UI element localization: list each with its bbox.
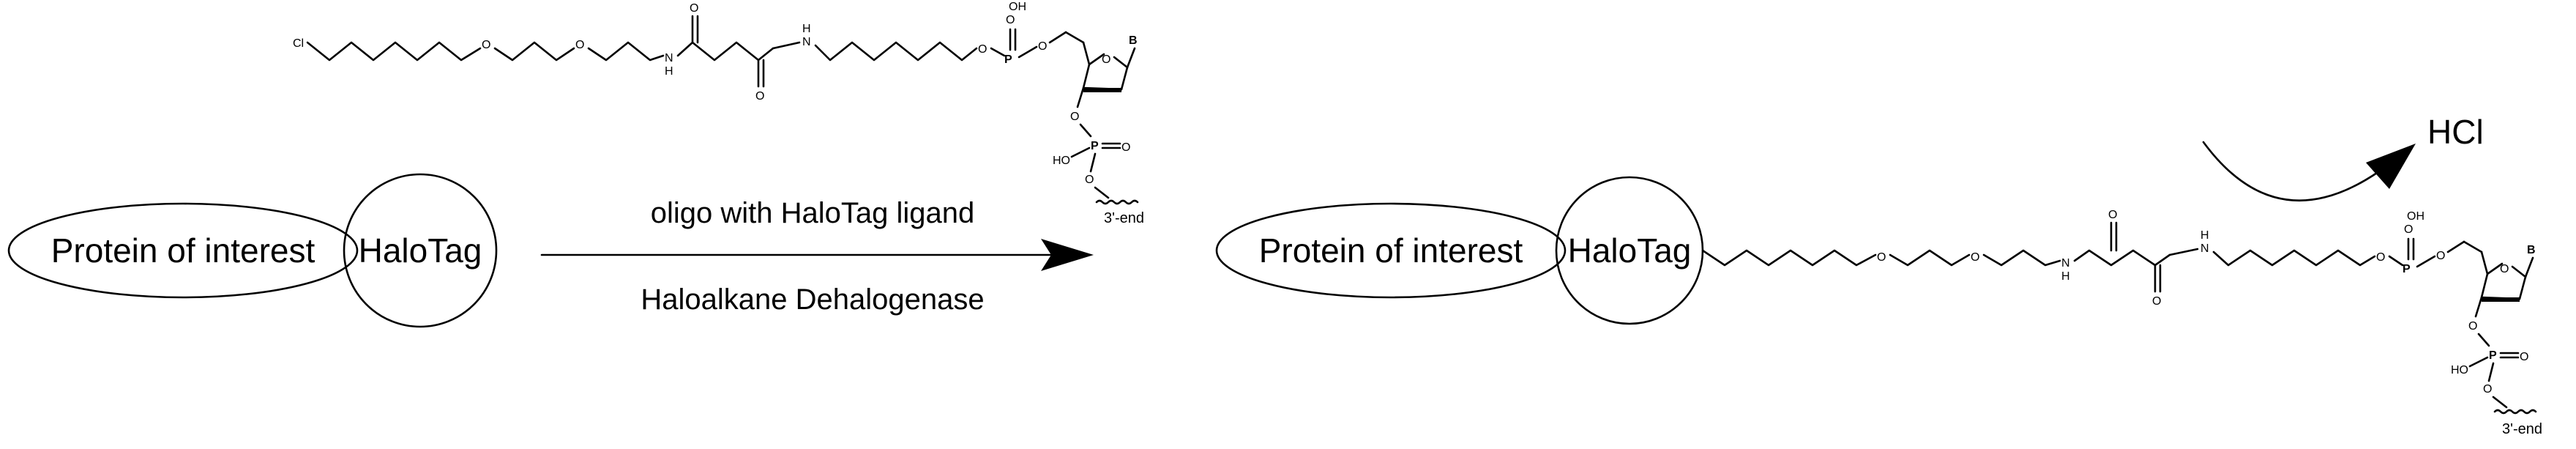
svg-text:N: N [802, 36, 811, 48]
ligand-3-end-label: 3'-end [1104, 210, 1144, 226]
product-protein-ellipse [1215, 202, 1567, 299]
reaction-arrow-head [1041, 239, 1094, 271]
oligo-halotag-ligand-structure: Cl O O N H O O N H O 3'-end [293, 0, 1144, 226]
hcl-arrow-head [2366, 144, 2416, 189]
chlorine-atom: Cl [293, 37, 304, 50]
product-linker-structure: O O N H O O N H O 3'-end [1701, 209, 2542, 437]
reactant-protein-group: Protein of interest HaloTag [7, 173, 498, 328]
hcl-label: HCl [2427, 113, 2484, 151]
svg-text:O: O [2376, 251, 2385, 264]
protein-label: Protein of interest [51, 231, 316, 270]
svg-text:O: O [2152, 295, 2161, 308]
reaction-arrow-group: oligo with HaloTag ligand Haloalkane Deh… [540, 197, 1094, 316]
halotag-circle [343, 173, 498, 328]
svg-text:H: H [802, 23, 811, 35]
svg-text:H: H [2200, 229, 2209, 242]
svg-text:O: O [2108, 209, 2117, 221]
arrow-enzyme-label: Haloalkane Dehalogenase [641, 283, 984, 316]
svg-text:N: N [665, 52, 673, 64]
product-halotag-label: HaloTag [1568, 231, 1692, 270]
halotag-label: HaloTag [359, 231, 482, 270]
svg-text:O: O [482, 39, 490, 51]
svg-text:O: O [1877, 251, 1886, 264]
arrow-reagent-label: oligo with HaloTag ligand [651, 197, 975, 229]
svg-text:H: H [2061, 270, 2070, 283]
svg-text:O: O [575, 39, 584, 51]
svg-text:O: O [755, 90, 764, 103]
product-3-end-label: 3'-end [2502, 421, 2542, 437]
product-protein-label: Protein of interest [1259, 231, 1523, 270]
hcl-curved-arrow [2202, 141, 2381, 201]
svg-text:N: N [2061, 257, 2070, 270]
svg-text:N: N [2200, 242, 2209, 255]
svg-text:O: O [978, 43, 987, 56]
nh-label: H [665, 65, 673, 78]
product-group: Protein of interest HaloTag O O N H O O … [1215, 113, 2542, 437]
svg-text:O: O [1971, 251, 1979, 264]
svg-text:O: O [690, 2, 698, 15]
protein-ellipse [7, 202, 359, 299]
